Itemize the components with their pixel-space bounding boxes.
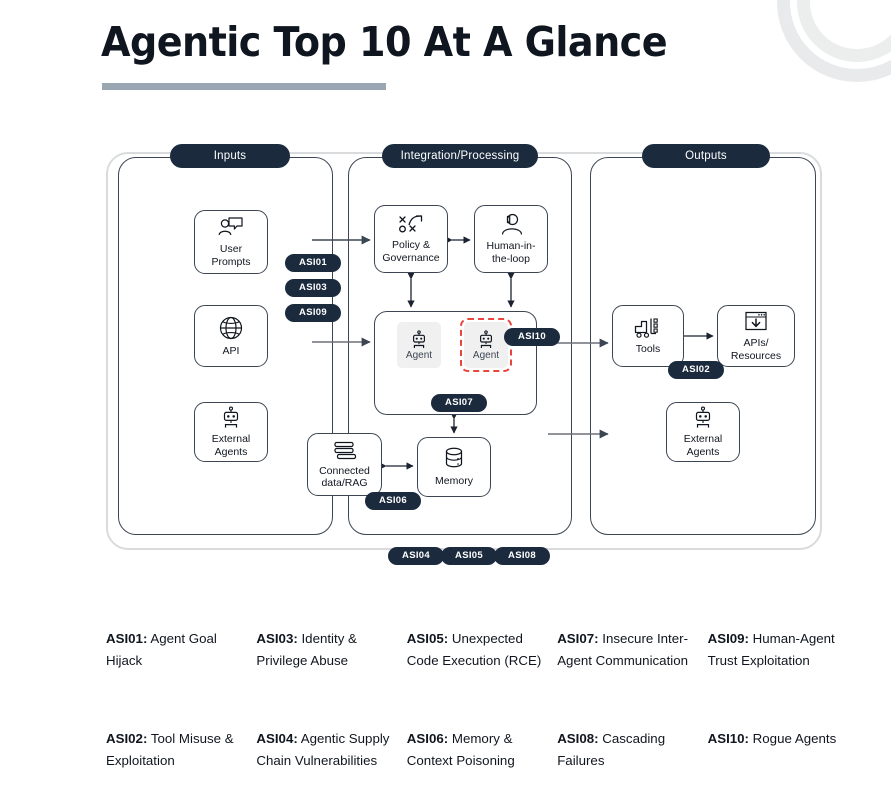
node-agent-a[interactable]: Agent xyxy=(397,322,441,368)
risk-badge-asi03[interactable]: ASI03 xyxy=(285,279,341,297)
node-label: Human-in- xyxy=(486,240,536,252)
legend-item-asi04: ASI04: Agentic Supply Chain Vulnerabilit… xyxy=(256,728,394,772)
legend-item-asi10: ASI10: Rogue Agents xyxy=(708,728,846,750)
panel-label-outputs: Outputs xyxy=(642,144,770,168)
node-apis-resources[interactable]: APIs/ Resources xyxy=(717,305,795,367)
node-label-2: Resources xyxy=(730,349,782,362)
node-connected-data-rag[interactable]: Connected data/RAG xyxy=(307,433,382,496)
node-label: User xyxy=(219,243,243,255)
architecture-diagram: Inputs Integration/Processing Outputs xyxy=(106,144,822,565)
legend-code: ASI06: xyxy=(406,731,449,746)
legend-text: Rogue Agents xyxy=(748,731,837,746)
node-label: Agent xyxy=(472,349,500,361)
strategy-icon xyxy=(399,215,423,233)
legend-text: Tool Misuse & Exploitation xyxy=(106,731,234,768)
legend-column-2: ASI03: Identity & Privilege Abuse ASI04:… xyxy=(256,628,394,772)
node-label: Memory xyxy=(435,475,473,488)
node-label: Agent xyxy=(405,349,433,361)
robot-icon xyxy=(480,329,492,348)
node-user-prompts[interactable]: User Prompts xyxy=(194,210,268,274)
page-title: Agentic Top 10 At A Glance xyxy=(101,18,668,66)
legend-item-asi03: ASI03: Identity & Privilege Abuse xyxy=(256,628,394,728)
node-label: APIs/ xyxy=(743,337,769,349)
legend-code: ASI01: xyxy=(106,631,148,646)
forklift-icon xyxy=(634,318,658,339)
risk-badge-asi04[interactable]: ASI04 xyxy=(388,547,444,565)
legend-item-asi07: ASI07: Insecure Inter-Agent Communicatio… xyxy=(557,628,695,728)
legend-text: Cascading Failures xyxy=(557,731,666,768)
node-memory[interactable]: Memory xyxy=(417,437,491,497)
node-agent-b[interactable]: Agent xyxy=(464,322,508,368)
panel-label-inputs: Inputs xyxy=(170,144,290,168)
legend-text: Human-Agent Trust Exploitation xyxy=(707,631,835,668)
risk-badge-asi05[interactable]: ASI05 xyxy=(441,547,497,565)
legend-item-asi06: ASI06: Memory & Context Poisoning xyxy=(407,728,545,772)
node-label: Connected xyxy=(319,464,370,477)
person-headset-icon xyxy=(501,213,523,235)
window-download-icon xyxy=(745,311,767,331)
node-label-2: Agents xyxy=(214,445,248,458)
risk-badge-asi01[interactable]: ASI01 xyxy=(285,254,341,272)
risk-badge-asi07[interactable]: ASI07 xyxy=(431,394,487,412)
node-api[interactable]: API xyxy=(194,305,268,367)
title-underline-rule xyxy=(102,83,386,90)
legend-text: Agent Goal Hijack xyxy=(106,631,217,668)
risk-badge-asi09[interactable]: ASI09 xyxy=(285,304,341,322)
node-label: External xyxy=(211,433,251,445)
legend-code: ASI07: xyxy=(557,631,599,646)
node-label: External xyxy=(683,433,723,445)
database-icon xyxy=(445,447,463,468)
legend-code: ASI10: xyxy=(707,731,749,746)
legend-item-asi05: ASI05: Unexpected Code Execution (RCE) xyxy=(407,628,545,728)
node-policy-governance[interactable]: Policy & Governance xyxy=(374,205,448,273)
risk-legend: ASI01: Agent Goal Hijack ASI02: Tool Mis… xyxy=(106,628,846,772)
legend-item-asi09: ASI09: Human-Agent Trust Exploitation xyxy=(708,628,846,728)
legend-column-5: ASI09: Human-Agent Trust Exploitation AS… xyxy=(708,628,846,772)
legend-code: ASI09: xyxy=(707,631,749,646)
panel-label-integration: Integration/Processing xyxy=(382,144,538,168)
books-icon xyxy=(333,441,356,459)
node-label-2: Prompts xyxy=(211,255,251,268)
node-external-agents-output[interactable]: External Agents xyxy=(666,402,740,462)
node-label: Tools xyxy=(635,343,661,356)
risk-badge-asi02[interactable]: ASI02 xyxy=(668,361,724,379)
user-chat-icon xyxy=(218,217,243,236)
node-label-2: the-loop xyxy=(492,252,530,265)
node-label-2: data/RAG xyxy=(321,477,368,489)
node-tools[interactable]: Tools xyxy=(612,305,684,367)
robot-icon xyxy=(695,406,711,428)
legend-column-1: ASI01: Agent Goal Hijack ASI02: Tool Mis… xyxy=(106,628,244,772)
risk-badge-asi06[interactable]: ASI06 xyxy=(365,492,421,510)
legend-text: Memory & Context Poisoning xyxy=(406,731,515,768)
legend-item-asi01: ASI01: Agent Goal Hijack xyxy=(106,628,244,728)
legend-code: ASI08: xyxy=(557,731,599,746)
globe-icon xyxy=(219,317,243,340)
legend-item-asi02: ASI02: Tool Misuse & Exploitation xyxy=(106,728,244,772)
legend-text: Identity & Privilege Abuse xyxy=(256,631,357,668)
legend-item-asi08: ASI08: Cascading Failures xyxy=(557,728,695,772)
risk-badge-asi10[interactable]: ASI10 xyxy=(504,328,560,346)
node-label-2: Governance xyxy=(382,251,440,264)
legend-code: ASI02: xyxy=(106,731,148,746)
legend-text: Insecure Inter-Agent Communication xyxy=(557,631,689,668)
legend-column-4: ASI07: Insecure Inter-Agent Communicatio… xyxy=(557,628,695,772)
robot-icon xyxy=(223,406,239,428)
node-external-agents-input[interactable]: External Agents xyxy=(194,402,268,462)
legend-code: ASI05: xyxy=(406,631,449,646)
node-human-in-the-loop[interactable]: Human-in- the-loop xyxy=(474,205,548,273)
robot-icon xyxy=(413,329,425,348)
node-label: API xyxy=(222,345,240,358)
node-label: Policy & xyxy=(392,239,430,251)
legend-column-3: ASI05: Unexpected Code Execution (RCE) A… xyxy=(407,628,545,772)
legend-code: ASI04: xyxy=(256,731,298,746)
node-label-2: Agents xyxy=(686,445,720,458)
legend-text: Unexpected Code Execution (RCE) xyxy=(406,631,542,668)
risk-badge-asi08[interactable]: ASI08 xyxy=(494,547,550,565)
legend-code: ASI03: xyxy=(256,631,298,646)
legend-text: Agentic Supply Chain Vulnerabilities xyxy=(256,731,390,768)
